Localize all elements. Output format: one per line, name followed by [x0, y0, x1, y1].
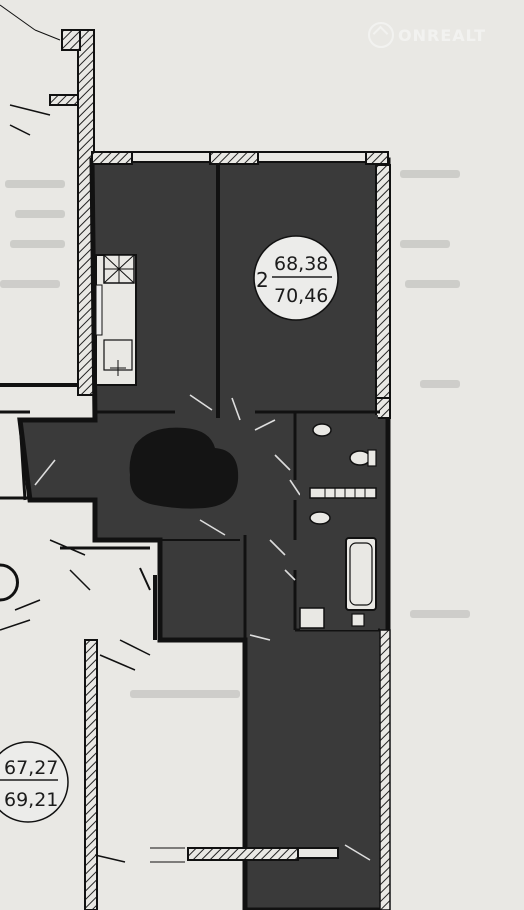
- redaction-blob: [129, 427, 239, 509]
- door-swings: [34, 394, 301, 641]
- neighbor-area-living: 67,27: [4, 757, 58, 779]
- watermark: ONREALT: [368, 22, 486, 48]
- washing-machine-icon: [299, 607, 325, 629]
- area-label-main: 2 68,38 70,46: [253, 235, 339, 321]
- house-circle-icon: [368, 22, 394, 48]
- wall-stub: [61, 29, 81, 51]
- sink-icon: [309, 511, 331, 525]
- neighbor-walls: [0, 4, 185, 910]
- area-total: 70,46: [274, 285, 328, 307]
- wall-right: [375, 164, 391, 406]
- bathroom-fixtures: [299, 415, 378, 630]
- room-count: 2: [256, 268, 269, 292]
- kitchen-counter: [95, 254, 137, 386]
- area-label-neighbor: 67,27 69,21: [0, 741, 69, 823]
- toilet-icon: [349, 450, 371, 466]
- background-faded-text: [0, 170, 470, 698]
- neighbor-area-total: 69,21: [4, 789, 58, 811]
- watermark-text: ONREALT: [398, 25, 487, 45]
- wall-right-lower: [379, 629, 391, 910]
- window-bottom: [187, 844, 371, 861]
- washbasin-icon: [312, 423, 332, 437]
- bathtub-icon: [345, 537, 377, 611]
- area-living: 68,38: [274, 253, 328, 275]
- windows-top: [91, 151, 389, 165]
- wall-right-pier: [375, 397, 391, 419]
